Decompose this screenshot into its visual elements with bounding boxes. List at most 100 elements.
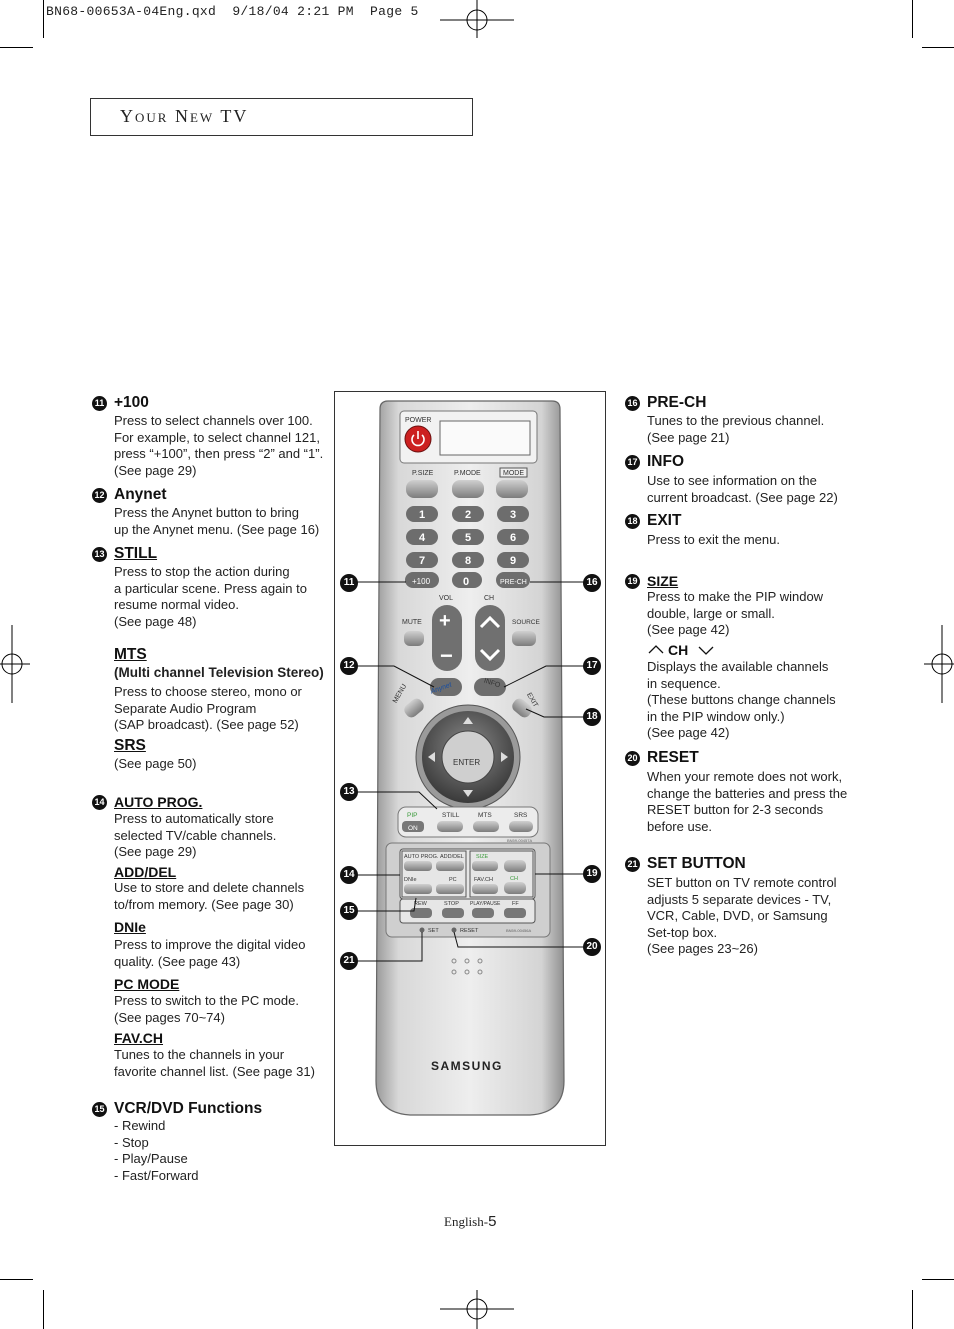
title-box (90, 98, 473, 136)
svg-text:SOURCE: SOURCE (512, 619, 540, 626)
number-key-label: 9 (510, 555, 516, 567)
section-number: 11 (92, 396, 107, 411)
svg-text:+100: +100 (412, 577, 431, 586)
section-number: 16 (625, 396, 640, 411)
callout-marker: 20 (583, 938, 601, 956)
number-key-label: 6 (510, 532, 516, 544)
crop-mark (43, 1290, 44, 1329)
section-title-pcmode: PC MODE (114, 976, 180, 992)
svg-text:RESET: RESET (460, 928, 479, 934)
section-text-srs: (See page 50) (114, 756, 197, 771)
svg-text:MTS: MTS (478, 812, 492, 819)
number-key (497, 506, 529, 522)
svg-text:PLAY/PAUSE: PLAY/PAUSE (470, 901, 501, 907)
page-footer: English-5 (444, 1213, 496, 1230)
page-number: 5 (488, 1213, 497, 1230)
section-text-plus100: Press to select channels over 100.For ex… (114, 413, 324, 478)
svg-text:CH: CH (510, 876, 518, 882)
section-title-exit: EXIT (647, 512, 682, 529)
number-key-label: 8 (465, 555, 471, 567)
callout-marker: 13 (340, 783, 358, 801)
svg-text:REW: REW (414, 901, 428, 907)
crop-mark (0, 1279, 33, 1280)
svg-text:SET: SET (428, 928, 439, 934)
number-key (497, 529, 529, 545)
section-number: 20 (625, 751, 640, 766)
svg-text:P.MODE: P.MODE (454, 470, 481, 477)
crop-mark (922, 1279, 954, 1280)
svg-text:P.SIZE: P.SIZE (412, 470, 434, 477)
section-title-anynet: Anynet (114, 486, 167, 503)
remote-label: POWER (405, 417, 431, 424)
svg-text:INFO: INFO (483, 678, 502, 690)
crop-mark (0, 47, 33, 48)
svg-text:FF: FF (512, 901, 519, 907)
svg-text:DNIe: DNIe (404, 877, 417, 883)
svg-text:ENTER: ENTER (453, 758, 480, 767)
section-number: 12 (92, 488, 107, 503)
section-title-reset: RESET (647, 749, 699, 766)
section-text-reset: When your remote does not work,change th… (647, 769, 848, 834)
svg-text:SAMSUNG: SAMSUNG (431, 1059, 503, 1073)
section-number: 21 (625, 857, 640, 872)
svg-text:BN59-00456A: BN59-00456A (506, 928, 531, 933)
callout-marker: 11 (340, 574, 358, 592)
print-slug: BN68-00653A-04Eng.qxd 9/18/04 2:21 PM Pa… (46, 4, 419, 19)
svg-text:PC: PC (449, 877, 457, 883)
svg-text:−: − (440, 643, 453, 668)
svg-text:CH: CH (484, 595, 494, 602)
section-number: 18 (625, 514, 640, 529)
section-title-info: INFO (647, 453, 685, 470)
svg-text:0: 0 (463, 576, 469, 588)
number-key-label: 5 (465, 532, 471, 544)
number-key (406, 552, 438, 568)
number-key (497, 552, 529, 568)
section-title-size: SIZE (647, 573, 679, 589)
number-key-label: 2 (465, 509, 471, 521)
svg-text:VOL: VOL (439, 595, 453, 602)
ch-up-icon (648, 645, 664, 654)
crop-mark (912, 0, 913, 38)
callout-marker: 17 (583, 657, 601, 675)
callout-marker: 15 (340, 902, 358, 920)
callout-marker: 18 (583, 708, 601, 726)
section-number: 19 (625, 574, 640, 589)
callout-marker: 19 (583, 865, 601, 883)
section-title-ch: CH (668, 642, 689, 658)
svg-text:AUTO PROG.: AUTO PROG. (404, 854, 439, 860)
svg-text:ADD/DEL: ADD/DEL (440, 854, 464, 860)
number-key-label: 7 (419, 555, 425, 567)
section-text-vcrdvd: - Rewind- Stop- Play/Pause- Fast/Forward (114, 1118, 199, 1183)
callout-marker: 14 (340, 866, 358, 884)
section-title-favch: FAV.CH (114, 1030, 164, 1046)
section-title-dnie: DNIe (114, 919, 146, 935)
number-key (452, 552, 484, 568)
svg-text:+: + (439, 610, 451, 632)
number-key (406, 529, 438, 545)
callout-marker: 12 (340, 657, 358, 675)
section-title-vcrdvd: VCR/DVD Functions (114, 1100, 263, 1117)
section-number: 13 (92, 547, 107, 562)
number-key (406, 506, 438, 522)
footer-language: English- (444, 1214, 489, 1229)
crop-mark (912, 1290, 913, 1329)
section-text-exit: Press to exit the menu. (647, 532, 780, 547)
svg-text:PIP: PIP (407, 812, 417, 819)
callout-marker: 21 (340, 952, 358, 970)
crop-mark (43, 0, 44, 38)
section-title-still: STILL (114, 545, 158, 562)
section-subtitle-mts: (Multi channel Television Stereo) (114, 665, 324, 680)
svg-text:BN59-00457A: BN59-00457A (507, 838, 532, 843)
section-title-plus100: +100 (114, 394, 149, 411)
svg-text:STILL: STILL (442, 812, 460, 819)
page-title: Your New TV (120, 106, 249, 126)
